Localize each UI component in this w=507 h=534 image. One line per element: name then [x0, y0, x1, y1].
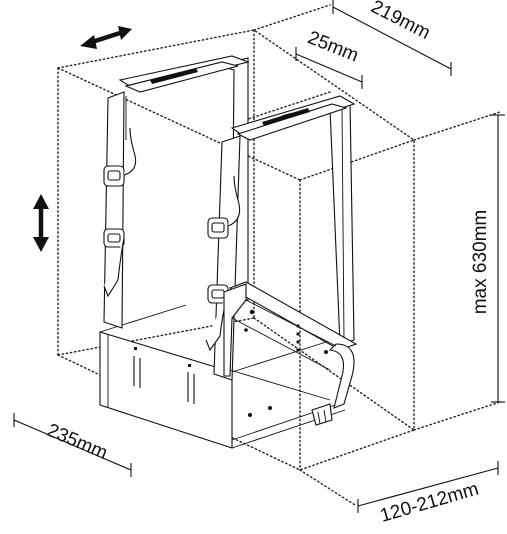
depth-dimension-label: 219mm [368, 0, 434, 44]
strap-width-dimension-label: 25mm [305, 27, 362, 66]
height-dimension-label: max 630mm [470, 210, 491, 315]
dimension-lines [13, 0, 505, 513]
horizontal-adjust-arrow-icon [80, 26, 132, 49]
base-frame [99, 304, 346, 449]
vertical-adjust-arrow-icon [33, 194, 49, 252]
side-clamp-frame [223, 281, 358, 409]
length-dimension-label: 235mm [44, 420, 111, 464]
width-range-dimension-label: 120-212mm [378, 479, 481, 527]
